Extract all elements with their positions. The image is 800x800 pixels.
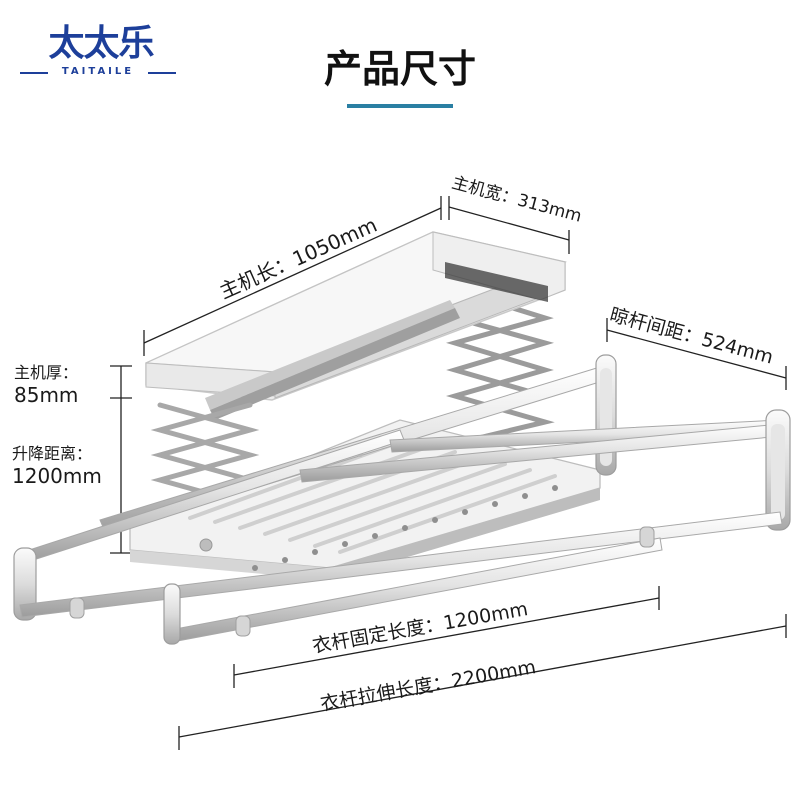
label-lift-distance-value: 1200mm [12, 464, 102, 488]
dim-line-rod-fixed-length [233, 586, 660, 688]
brand-name-cn: 太太乐 [48, 23, 154, 64]
rod-front [13, 409, 791, 621]
dim-line-rod-spacing [606, 318, 787, 390]
host-unit [145, 231, 568, 420]
label-host-thickness-title: 主机厚： [14, 363, 79, 382]
label-lift-distance: 升降距离： 1200mm [12, 443, 122, 487]
logo-rule-left [20, 72, 48, 74]
dim-line-rod-extended-length [178, 614, 787, 750]
title-underline [347, 104, 453, 108]
brand-logo: 太太乐 TAITAILE [18, 14, 178, 84]
rod-extension [19, 511, 783, 645]
logo-rule-right [148, 72, 176, 74]
page-title: 产品尺寸 [323, 47, 476, 91]
label-host-thickness-value: 85mm [14, 383, 79, 407]
dim-line-host-width [448, 196, 570, 254]
label-host-thickness: 主机厚： 85mm [14, 362, 114, 406]
label-lift-distance-title: 升降距离： [12, 444, 93, 463]
brand-name-en: TAITAILE [61, 66, 135, 77]
dim-line-host-length [143, 196, 442, 356]
